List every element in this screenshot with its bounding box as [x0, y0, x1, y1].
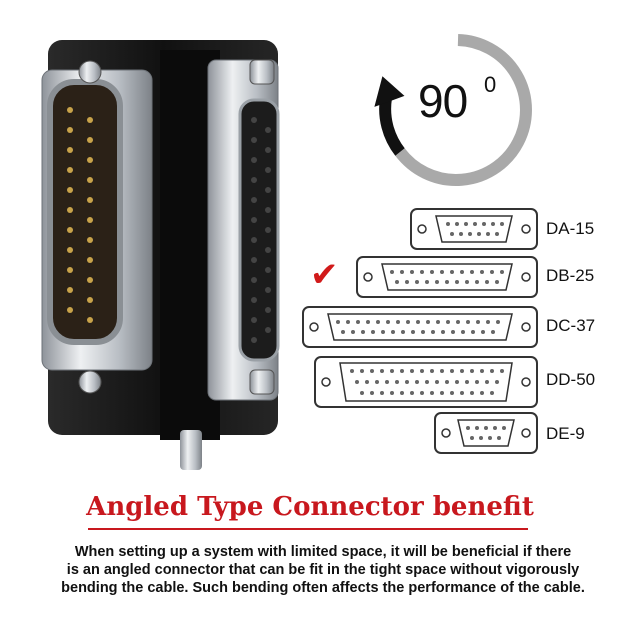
connector-label-da15: DA-15: [546, 219, 595, 238]
rotation-value: 90: [418, 75, 468, 127]
rotation-degree-symbol: 0: [484, 72, 497, 97]
headline-underline: [88, 528, 528, 530]
connector-dd50-icon: [314, 356, 538, 408]
headline: Angled Type Connector benefit: [86, 492, 534, 522]
connector-db25-icon: [356, 256, 538, 298]
connector-de9-icon: [434, 412, 538, 454]
connector-label-db25: DB-25: [546, 266, 595, 285]
rotation-arrow-icon: [374, 34, 532, 186]
description-text: When setting up a system with limited sp…: [28, 543, 618, 597]
connector-dc37-icon: [302, 306, 538, 348]
adapter-photo: [41, 40, 280, 470]
connector-da15-icon: [410, 208, 538, 250]
connector-label-dd50: DD-50: [546, 370, 596, 389]
description-line: bending the cable. Such bending often af…: [61, 580, 585, 596]
connector-label-de9: DE-9: [546, 424, 585, 443]
checkmark-icon: ✔: [310, 256, 339, 294]
description-line: is an angled connector that can be fit i…: [66, 562, 580, 578]
connector-label-dc37: DC-37: [546, 316, 596, 335]
description-line: When setting up a system with limited sp…: [74, 544, 572, 560]
